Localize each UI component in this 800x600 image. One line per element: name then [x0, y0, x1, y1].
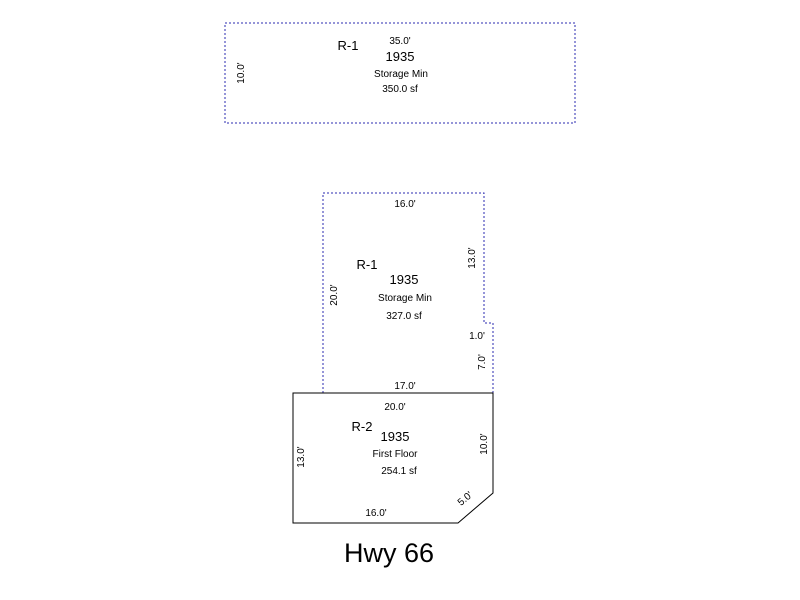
area-3-area: 254.1 sf [381, 466, 417, 477]
area-2-bottom-dimension: 17.0' [394, 381, 415, 392]
area-2-code: R-1 [357, 257, 378, 272]
area-2-left-dimension: 20.0' [329, 284, 340, 305]
area-2-description: Storage Min [378, 293, 432, 304]
area-3-right-dimension: 10.0' [479, 433, 490, 454]
area-1-description: Storage Min [374, 69, 428, 80]
area-3-code: R-2 [352, 419, 373, 434]
area-3-outline[interactable] [292, 392, 494, 524]
area-3-diagonal-dimension: 5.0' [456, 490, 475, 509]
area-1-group[interactable]: 35.0' 10.0' R-1 1935 Storage Min 350.0 s… [224, 22, 576, 124]
area-1-area: 350.0 sf [382, 84, 418, 95]
area-3-left-dimension: 13.0' [296, 446, 307, 467]
area-2-top-dimension: 16.0' [394, 199, 415, 210]
area-2-right-upper-dimension: 13.0' [467, 247, 478, 268]
area-3-top-dimension: 20.0' [384, 402, 405, 413]
area-1-code: R-1 [338, 38, 359, 53]
area-3-bottom-dimension: 16.0' [365, 508, 386, 519]
area-2-area: 327.0 sf [386, 311, 422, 322]
area-2-group[interactable]: 16.0' 13.0' 1.0' 7.0' 17.0' 20.0' R-1 19… [322, 192, 494, 393]
area-1-top-dimension: 35.0' [389, 36, 410, 47]
street-label: Hwy 66 [344, 538, 434, 568]
area-2-outline[interactable] [322, 192, 494, 393]
area-2-year: 1935 [390, 272, 419, 287]
area-1-outline[interactable] [224, 22, 576, 124]
area-3-description: First Floor [373, 449, 419, 460]
area-2-step-dimension: 1.0' [469, 331, 485, 342]
area-2-right-lower-dimension: 7.0' [477, 354, 488, 370]
area-3-group[interactable]: 20.0' 10.0' 5.0' 16.0' 13.0' R-2 1935 Fi… [292, 392, 494, 524]
area-1-year: 1935 [386, 49, 415, 64]
area-3-year: 1935 [381, 429, 410, 444]
area-1-left-dimension: 10.0' [236, 62, 247, 83]
